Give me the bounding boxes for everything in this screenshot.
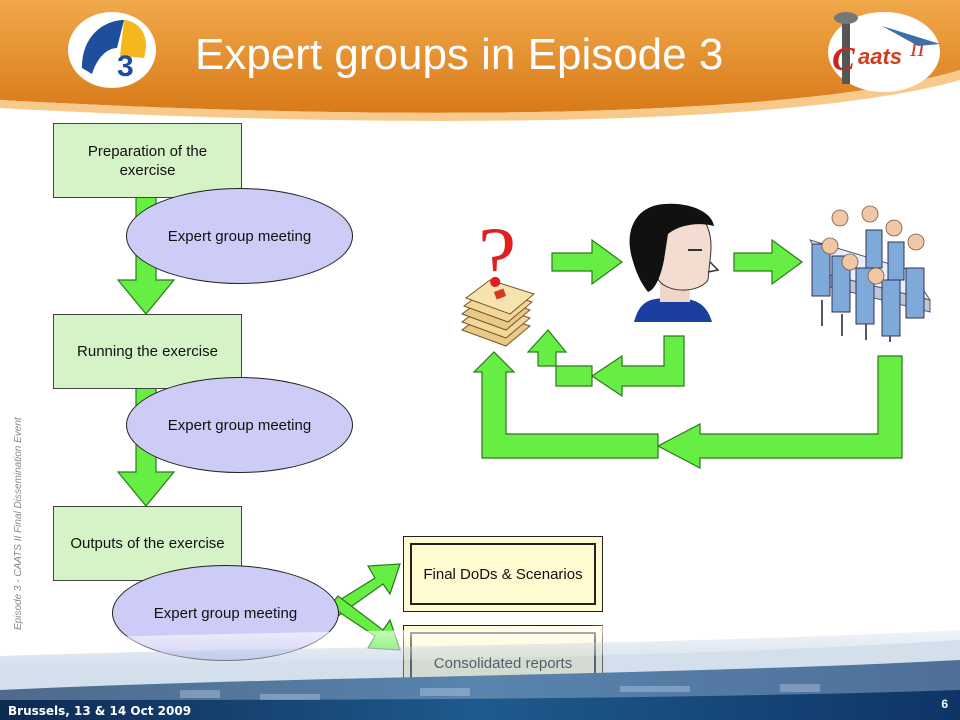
caats-logo: C aats II <box>828 12 940 92</box>
arrow-to-consolidated-reports <box>329 595 401 651</box>
output-consolidated-reports: Consolidated reports <box>403 625 603 701</box>
episode3-logo: 3 <box>68 12 156 88</box>
step-running-label: Running the exercise <box>77 343 218 360</box>
header-banner <box>0 0 960 121</box>
question-mark: ? <box>478 209 516 305</box>
meeting-label-3: Expert group meeting <box>153 604 298 622</box>
output-final-dods: Final DoDs & Scenarios <box>403 536 603 612</box>
svg-text:C: C <box>832 41 855 78</box>
meeting-ellipse-1: Expert group meeting <box>126 188 353 284</box>
person-icon <box>629 203 720 322</box>
step-outputs-label: Outputs of the exercise <box>70 535 225 552</box>
outer-return-tail-shape <box>472 351 659 459</box>
meeting-label-2: Expert group meeting <box>167 416 312 434</box>
page-title: Expert groups in Episode 3 <box>195 30 724 79</box>
meeting-group-icon <box>808 205 932 342</box>
arrow-docs-to-person <box>551 238 624 286</box>
step-preparation: Preparation of the exercise <box>53 123 242 198</box>
side-event-text: Episode 3 - CAATS II Final Dissemination… <box>13 417 24 630</box>
meeting-label-1: Expert group meeting <box>167 227 312 245</box>
footer-date: Brussels, 13 & 14 Oct 2009 <box>8 704 192 718</box>
svg-text:aats: aats <box>858 44 902 69</box>
document-stack-icon <box>460 279 536 347</box>
inner-return-tail <box>526 329 593 387</box>
inner-return-loop <box>590 335 685 398</box>
page-number: 6 <box>941 697 948 711</box>
output-consolidated-reports-label: Consolidated reports <box>433 654 573 672</box>
arrow-person-to-group <box>733 238 804 286</box>
meeting-ellipse-3: Expert group meeting <box>112 565 339 661</box>
meeting-ellipse-2: Expert group meeting <box>126 377 353 473</box>
svg-text:3: 3 <box>117 50 134 83</box>
output-final-dods-label: Final DoDs & Scenarios <box>423 565 583 583</box>
step-running: Running the exercise <box>53 314 242 389</box>
outer-return-loop <box>656 355 903 469</box>
step-preparation-label: Preparation of the exercise <box>87 142 208 179</box>
